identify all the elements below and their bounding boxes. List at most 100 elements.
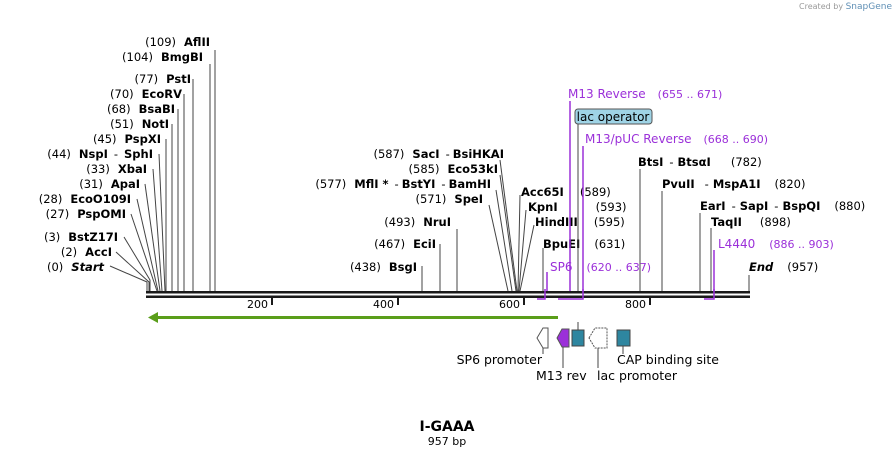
site-nrui: (493)NruI	[384, 215, 451, 229]
site-name: End	[749, 260, 774, 274]
site-name: PvuII	[662, 177, 695, 191]
site-name: NotI	[142, 117, 169, 131]
primer-name: M13/pUC Reverse	[585, 132, 692, 146]
site-line-saci	[499, 159, 518, 292]
lac-operator-feature	[571, 329, 585, 347]
site-name: EarI	[700, 199, 726, 213]
site-pos: (493)	[384, 215, 415, 229]
site-name: Eco53kI	[447, 162, 498, 176]
site-pspxi: (45) PspXI	[93, 132, 161, 146]
site-name: AflII	[184, 35, 210, 49]
site-name: BpuEI	[543, 237, 580, 251]
site-pos: (577)	[315, 177, 346, 191]
site-name-3: BspQI	[782, 199, 820, 213]
site-bpuei: BpuEI (631)	[543, 237, 625, 251]
site-pos: (880)	[834, 199, 865, 213]
site-name: NspI	[79, 147, 108, 161]
orf-arrow	[148, 312, 558, 323]
site-end: End (957)	[749, 260, 818, 274]
site-pos: (33)	[86, 162, 110, 176]
site-pos: (0)	[47, 260, 63, 274]
site-apai: (31)ApaI	[79, 177, 140, 191]
map-title: I-GAAA	[419, 419, 474, 435]
site-eco53ki: (585) Eco53kI	[409, 162, 498, 176]
m13-rev-arrow	[556, 328, 570, 348]
primer-name: L4440	[718, 237, 755, 251]
cap-binding-site-feature	[616, 329, 631, 347]
map-subtitle: 957 bp	[428, 435, 466, 448]
site-name: PspXI	[125, 132, 161, 146]
primer-range: (668 .. 690)	[704, 133, 769, 146]
site-taqii: TaqII (898)	[711, 215, 791, 229]
site-pos: (3)	[44, 230, 60, 244]
lac-promoter-arrow	[588, 327, 608, 349]
site-pos: (467)	[374, 237, 405, 251]
site-line-bstz17i	[123, 236, 151, 291]
site-line-acci	[115, 251, 150, 291]
site-name-3: BamHI	[449, 177, 491, 191]
site-line-start	[109, 265, 148, 291]
site-pos: (957)	[787, 260, 818, 274]
site-psti: (77)PstI	[135, 72, 191, 86]
site-pos: (593)	[596, 200, 627, 214]
site-pos: (438)	[350, 260, 381, 274]
site-pos: (631)	[594, 237, 625, 251]
sequence-backbone-bottom	[146, 295, 750, 298]
primer-arrow-m13	[558, 289, 584, 300]
site-pos: (31)	[79, 177, 103, 191]
primer-arrow-sp6	[537, 289, 546, 300]
site-name-2: BtsαI	[678, 155, 711, 169]
site-name: TaqII	[711, 215, 742, 229]
site-pos: (109)	[145, 35, 176, 49]
site-pos: (589)	[580, 185, 611, 199]
primer-arrow-l4440	[704, 289, 715, 300]
site-pos: (77)	[135, 72, 159, 86]
primer-name: M13 Reverse	[568, 87, 646, 101]
site-line-ecoo109i	[136, 198, 159, 292]
site-pos: (27)	[46, 207, 70, 221]
site-bmgbi: (104) BmgBI	[122, 50, 203, 64]
primer-range: (655 .. 671)	[658, 88, 723, 101]
snapgene-credit: Created by SnapGene	[799, 2, 892, 12]
sp6-promoter-arrow	[536, 327, 549, 349]
feature-sp6-promoter: SP6 promoter	[457, 352, 543, 367]
tick-label-400: 400	[373, 298, 394, 311]
site-pos: (104)	[122, 50, 153, 64]
site-start: (0)Start	[47, 260, 105, 274]
site-bstz17i: (3)BstZ17I	[44, 230, 118, 244]
site-pos: (571)	[415, 192, 446, 206]
site-name: EciI	[413, 237, 436, 251]
site-bsgi: (438)BsgI	[350, 260, 417, 274]
site-afliii: (109) AflII	[145, 35, 210, 49]
site-pos: (585)	[409, 162, 440, 176]
site-ecii: (467) EciI	[374, 237, 436, 251]
primer-range: (886 .. 903)	[769, 238, 834, 251]
right-site-lines	[517, 169, 750, 292]
site-pos: (45)	[93, 132, 117, 146]
site-pos: (898)	[760, 215, 791, 229]
primer-l4440: L4440 (886 .. 903)	[718, 237, 834, 251]
feature-m13-rev: M13 rev	[536, 368, 587, 383]
site-pos: (44)	[47, 147, 71, 161]
site-acc65i: Acc65I(589)	[521, 185, 611, 199]
site-name: BmgBI	[161, 50, 203, 64]
site-pos: (51)	[110, 117, 134, 131]
primer-m13-puc-reverse: M13/pUC Reverse (668 .. 690)	[585, 132, 768, 146]
site-line-acc65i	[517, 194, 521, 292]
credit-prefix: Created by	[799, 2, 844, 11]
primer-m13-reverse: M13 Reverse (655 .. 671)	[568, 87, 722, 101]
site-pvuii-mspa1i: PvuII-MspA1I(820)	[662, 177, 805, 191]
site-name: SpeI	[454, 192, 483, 206]
tick-label-800: 800	[625, 298, 646, 311]
site-name: AccI	[85, 245, 112, 259]
lac-operator-label: lac operator	[577, 110, 650, 124]
site-mfli-bstyi-bamhi: (577)MflI *-BstYI-BamHI	[315, 177, 491, 191]
site-xbai: (33) XbaI	[86, 162, 147, 176]
site-pos: (68)	[107, 102, 131, 116]
site-line-pspomi	[130, 213, 158, 292]
site-name: XbaI	[118, 162, 147, 176]
primer-range: (620 .. 637)	[587, 261, 652, 274]
site-spei: (571) SpeI	[415, 192, 483, 206]
site-pos: (595)	[594, 215, 625, 229]
